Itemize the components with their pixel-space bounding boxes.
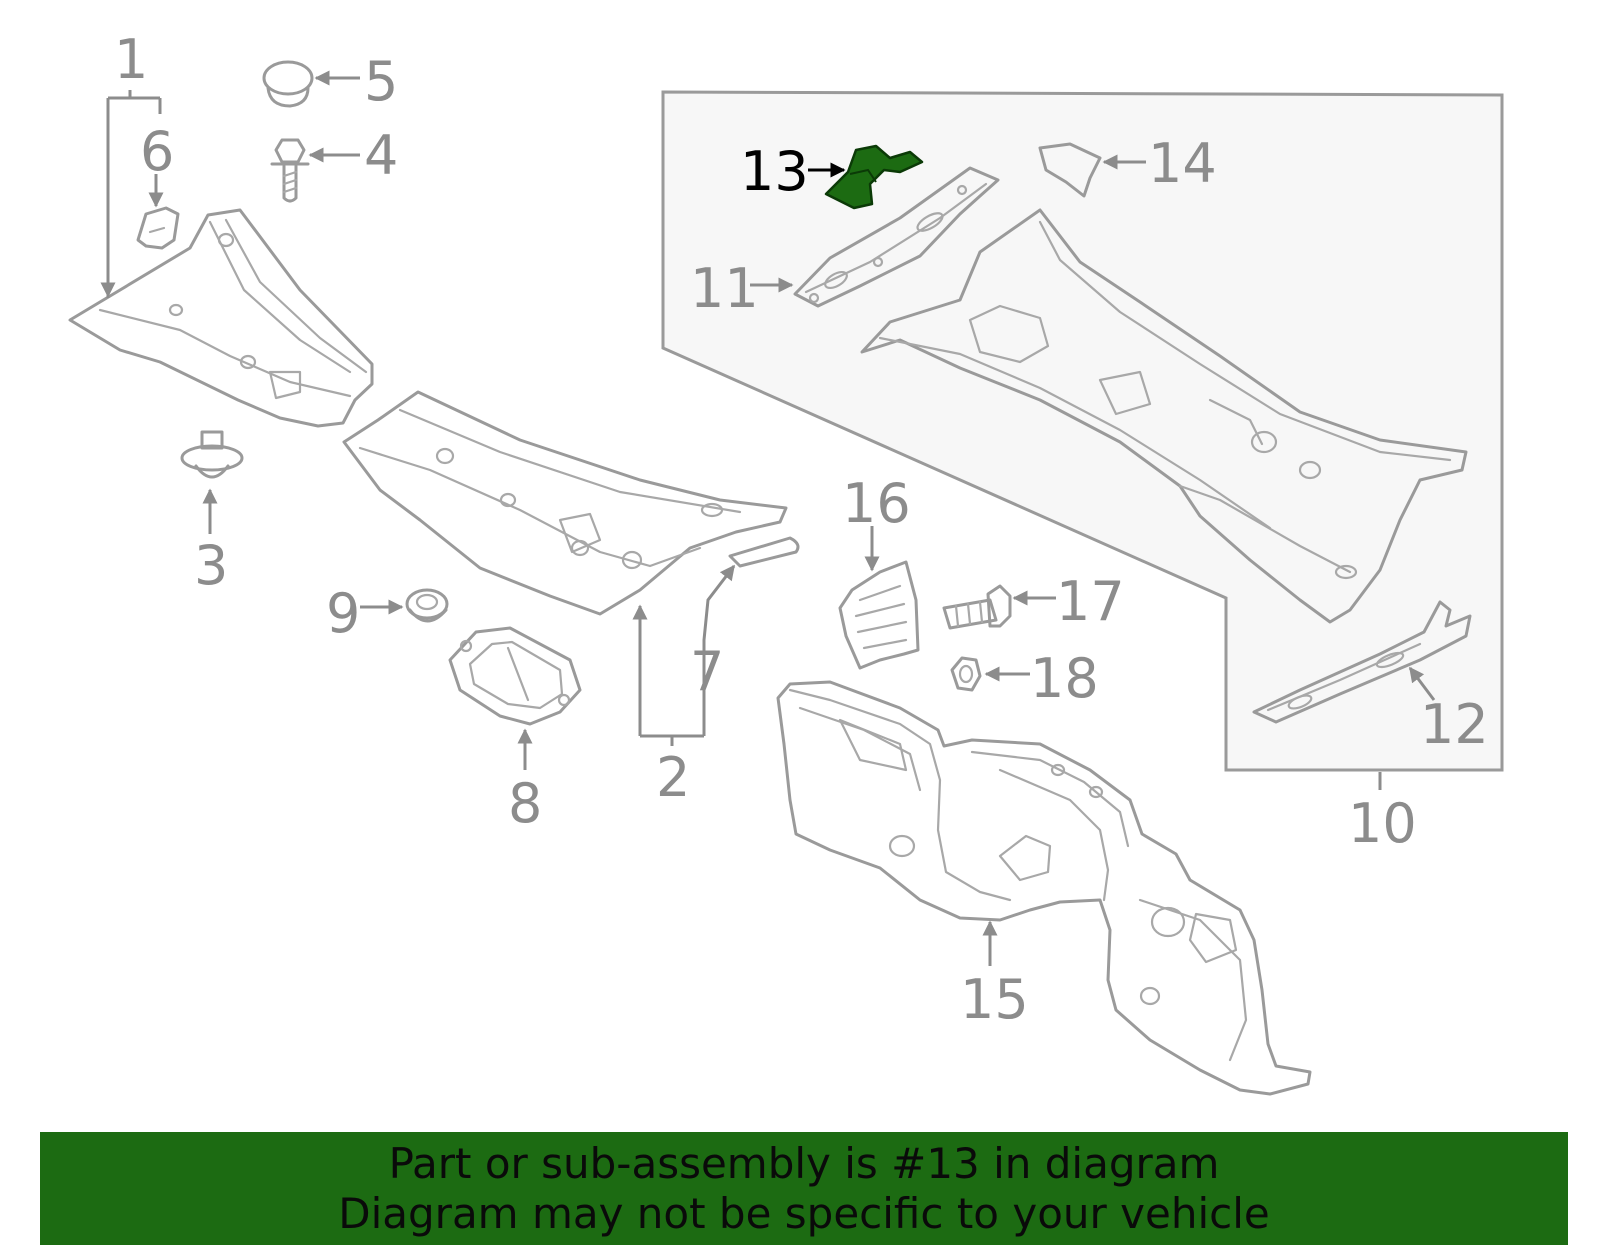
part-17-bolt [942, 584, 1012, 630]
part-16-bracket [838, 560, 920, 670]
part-14-bracket [1038, 142, 1102, 198]
part-18-nut [950, 656, 982, 692]
part-5-cap [262, 60, 314, 108]
callout-6: 6 [140, 120, 174, 183]
leader-lines [100, 70, 1436, 966]
callout-17: 17 [1056, 570, 1125, 633]
part-8-access-cover [448, 626, 582, 726]
callout-10: 10 [1348, 792, 1417, 855]
callout-14: 14 [1148, 132, 1217, 195]
callout-4: 4 [364, 124, 398, 187]
banner-line-disclaimer: Diagram may not be specific to your vehi… [338, 1188, 1270, 1238]
part-6-clip [136, 206, 180, 250]
part-7-seal [728, 536, 800, 568]
info-banner: Part or sub-assembly is #13 in diagram D… [40, 1132, 1568, 1245]
banner-line-part-number: Part or sub-assembly is #13 in diagram [388, 1138, 1220, 1188]
callout-5: 5 [364, 50, 398, 113]
part-9-grommet [405, 588, 449, 623]
callout-13-highlighted: 13 [740, 140, 809, 203]
callout-1: 1 [114, 28, 148, 91]
part-15-dash-panel [776, 680, 1312, 1096]
callout-18: 18 [1030, 647, 1099, 710]
callout-11: 11 [690, 257, 759, 320]
callout-15: 15 [960, 968, 1029, 1031]
callout-9: 9 [326, 582, 360, 645]
part-3-push-pin [180, 430, 244, 479]
part-1-cowl-panel-left [68, 208, 374, 428]
part-10-cowl-assembly [860, 208, 1468, 624]
part-2-cowl-panel-center [342, 390, 788, 616]
callout-2: 2 [656, 746, 690, 809]
callout-3: 3 [194, 534, 228, 597]
callout-16: 16 [842, 472, 911, 535]
callout-12: 12 [1420, 693, 1489, 756]
part-13-bracket-highlighted [824, 144, 924, 210]
callout-8: 8 [508, 772, 542, 835]
part-11-reinforcement [793, 166, 1000, 308]
callout-7: 7 [690, 640, 724, 703]
part-4-bolt [270, 138, 310, 203]
part-12-reinforcement [1252, 600, 1472, 724]
